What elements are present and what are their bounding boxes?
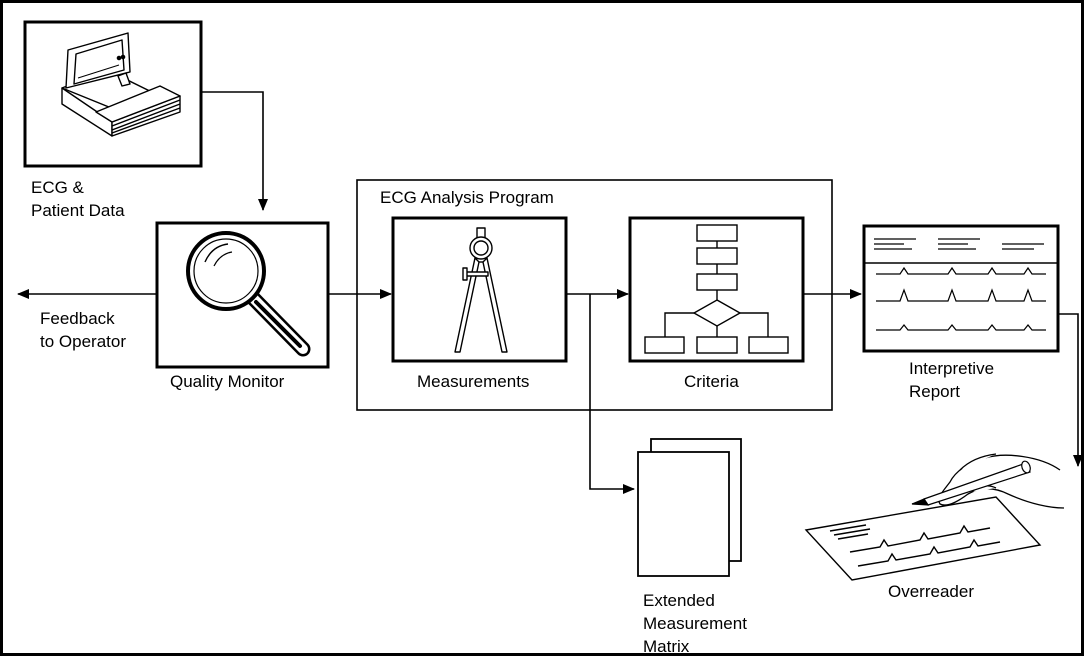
ecg-data-label-line2: Patient Data (31, 201, 125, 220)
criteria-box (628, 216, 805, 363)
ecg-data-label-line1: ECG & (31, 178, 85, 197)
quality-monitor-box (155, 221, 330, 369)
quality-monitor-label: Quality Monitor (170, 372, 285, 391)
measurements-label: Measurements (417, 372, 529, 391)
matrix-label-line1: Extended (643, 591, 715, 610)
analysis-program-box (356, 179, 833, 411)
ecg-report-icon (864, 238, 1058, 331)
pen-icon (911, 460, 1031, 506)
report-sheet (804, 496, 1042, 581)
ecg-cart-icon (61, 32, 181, 137)
measurements-box (391, 216, 568, 363)
overreader-label: Overreader (888, 582, 974, 601)
drafting-compass-icon (454, 227, 508, 353)
analysis-program-label: ECG Analysis Program (380, 188, 554, 207)
arrow-to-extended-matrix (589, 294, 635, 494)
matrix-label-line3: Matrix (643, 637, 690, 656)
stacked-pages-icon (637, 438, 742, 577)
criteria-label: Criteria (684, 372, 739, 391)
feedback-label-line1: Feedback (40, 309, 115, 328)
flowchart-icon (644, 224, 789, 354)
overreader-illustration (804, 453, 1065, 581)
report-label-line1: Interpretive (909, 359, 994, 378)
interpretive-report-box (862, 224, 1060, 353)
arrow-report-to-overreader (1058, 313, 1083, 467)
ecg-device-box (23, 20, 203, 168)
report-label-line2: Report (909, 382, 960, 401)
matrix-label-line2: Measurement (643, 614, 747, 633)
arrow-device-to-quality (201, 91, 268, 211)
magnifying-glass-icon (186, 231, 311, 357)
feedback-label-line2: to Operator (40, 332, 126, 351)
